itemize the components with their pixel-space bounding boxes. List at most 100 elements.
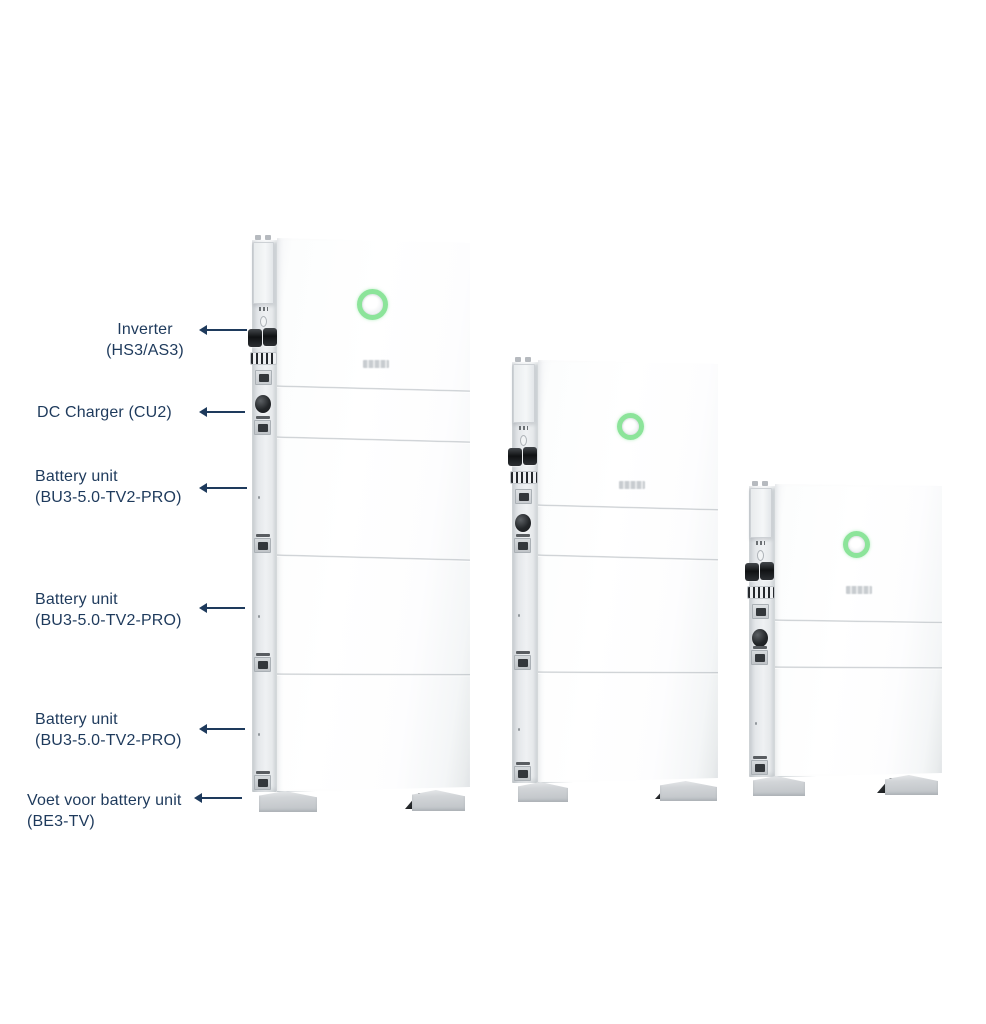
- side-keyhole: [260, 316, 267, 327]
- callout-foot-model: (BE3-TV): [27, 813, 95, 830]
- unit-seam: [775, 666, 942, 670]
- side-rivet: [258, 496, 260, 499]
- side-connector-inner: [518, 770, 528, 778]
- callout-battery-3-title: Battery unit: [35, 711, 118, 728]
- tower-two-battery-stack: [508, 357, 718, 803]
- unit-seam: [538, 504, 718, 512]
- side-connector-square: [515, 489, 532, 504]
- side-top-screw: [762, 481, 768, 486]
- side-connector-square: [254, 657, 271, 672]
- side-top-screw: [255, 235, 261, 240]
- side-connector-inner: [259, 374, 269, 382]
- side-keyhole: [520, 435, 527, 446]
- side-round-connector: [515, 514, 531, 532]
- callout-battery-unit-1: Battery unit (BU3-5.0-TV2-PRO): [35, 466, 182, 508]
- side-connector-square: [751, 760, 768, 775]
- callout-dc-charger-title: DC Charger (CU2): [37, 404, 172, 421]
- side-connector-inner: [518, 659, 528, 667]
- callout-arrow-battery-1: [199, 483, 247, 493]
- cabinet-side-panel: [512, 362, 538, 783]
- foot-left: [753, 776, 805, 796]
- callout-inverter: Inverter (HS3/AS3): [80, 319, 210, 361]
- side-connector-square: [255, 370, 272, 385]
- side-top-screw: [515, 357, 521, 362]
- side-label-marks: [519, 426, 528, 430]
- side-connector-inner: [258, 424, 268, 432]
- side-rivet: [258, 733, 260, 736]
- side-slot: [256, 416, 270, 419]
- brand-logo-mark: [363, 360, 389, 368]
- callout-arrow-battery-3: [199, 724, 245, 734]
- side-round-connector: [752, 629, 768, 647]
- callout-battery-2-model: (BU3-5.0-TV2-PRO): [35, 612, 182, 629]
- side-connector-square: [514, 655, 531, 670]
- side-top-screw: [752, 481, 758, 486]
- side-rivet: [518, 728, 520, 731]
- side-connector-inner: [258, 779, 268, 787]
- foot-left: [259, 791, 317, 812]
- unit-seam: [277, 436, 470, 444]
- unit-seam: [277, 385, 470, 393]
- side-top-screw: [265, 235, 271, 240]
- side-top-screw: [525, 357, 531, 362]
- side-slot: [516, 762, 530, 765]
- terminal-vent-block: [747, 586, 775, 599]
- callout-battery-unit-2: Battery unit (BU3-5.0-TV2-PRO): [35, 589, 182, 631]
- side-rivet: [755, 722, 757, 725]
- callout-arrow-dc-charger: [199, 407, 245, 417]
- terminal-vent-block: [250, 352, 277, 365]
- side-connector-inner: [755, 764, 765, 772]
- side-connector-square: [514, 538, 531, 553]
- cable-gland: [248, 329, 262, 347]
- cable-gland: [745, 563, 759, 581]
- foot-right: [885, 775, 938, 795]
- side-connector-inner: [258, 542, 268, 550]
- side-connector-inner: [258, 661, 268, 669]
- status-ring-led: [843, 531, 870, 558]
- side-top-cap: [750, 488, 772, 538]
- side-slot: [256, 534, 270, 537]
- side-connector-inner: [756, 608, 766, 616]
- status-ring-led: [617, 413, 644, 440]
- callout-battery-1-title: Battery unit: [35, 468, 118, 485]
- unit-seam: [775, 619, 942, 624]
- cabinet-front-face: [538, 360, 718, 783]
- callout-inverter-title: Inverter: [117, 321, 173, 338]
- callout-battery-1-model: (BU3-5.0-TV2-PRO): [35, 489, 182, 506]
- side-slot: [516, 534, 530, 537]
- callout-arrow-battery-2: [199, 603, 245, 613]
- side-rivet: [518, 614, 520, 617]
- cable-gland: [760, 562, 774, 580]
- callout-battery-3-model: (BU3-5.0-TV2-PRO): [35, 732, 182, 749]
- unit-seam: [538, 554, 718, 562]
- cabinet-front-face: [775, 484, 942, 777]
- cable-gland-knobs: [508, 447, 538, 467]
- callout-battery-2-title: Battery unit: [35, 591, 118, 608]
- foot-right: [660, 781, 717, 801]
- unit-seam: [538, 671, 718, 675]
- side-slot: [753, 646, 767, 649]
- callout-foot-title: Voet voor battery unit: [27, 792, 182, 809]
- side-connector-inner: [755, 654, 765, 662]
- tower-one-battery-stack: [745, 481, 942, 797]
- side-connector-square: [752, 604, 769, 619]
- terminal-vent-block: [510, 471, 538, 484]
- side-label-marks: [756, 541, 765, 545]
- callout-inverter-model: (HS3/AS3): [106, 342, 184, 359]
- cable-gland-knobs: [745, 562, 775, 582]
- tower-three-battery-stack: [248, 235, 470, 813]
- callout-arrow-inverter: [199, 325, 247, 335]
- foot-left: [518, 782, 568, 802]
- cable-gland-knobs: [248, 328, 278, 348]
- side-connector-square: [514, 766, 531, 781]
- side-top-cap: [253, 242, 274, 304]
- unit-seam: [277, 673, 470, 677]
- brand-logo-mark: [846, 586, 872, 594]
- side-slot: [256, 771, 270, 774]
- foot-right: [412, 790, 465, 811]
- status-ring-led: [357, 289, 388, 320]
- side-connector-inner: [519, 493, 529, 501]
- cabinet-front-face: [277, 238, 470, 792]
- unit-seam: [277, 554, 470, 562]
- side-slot: [256, 653, 270, 656]
